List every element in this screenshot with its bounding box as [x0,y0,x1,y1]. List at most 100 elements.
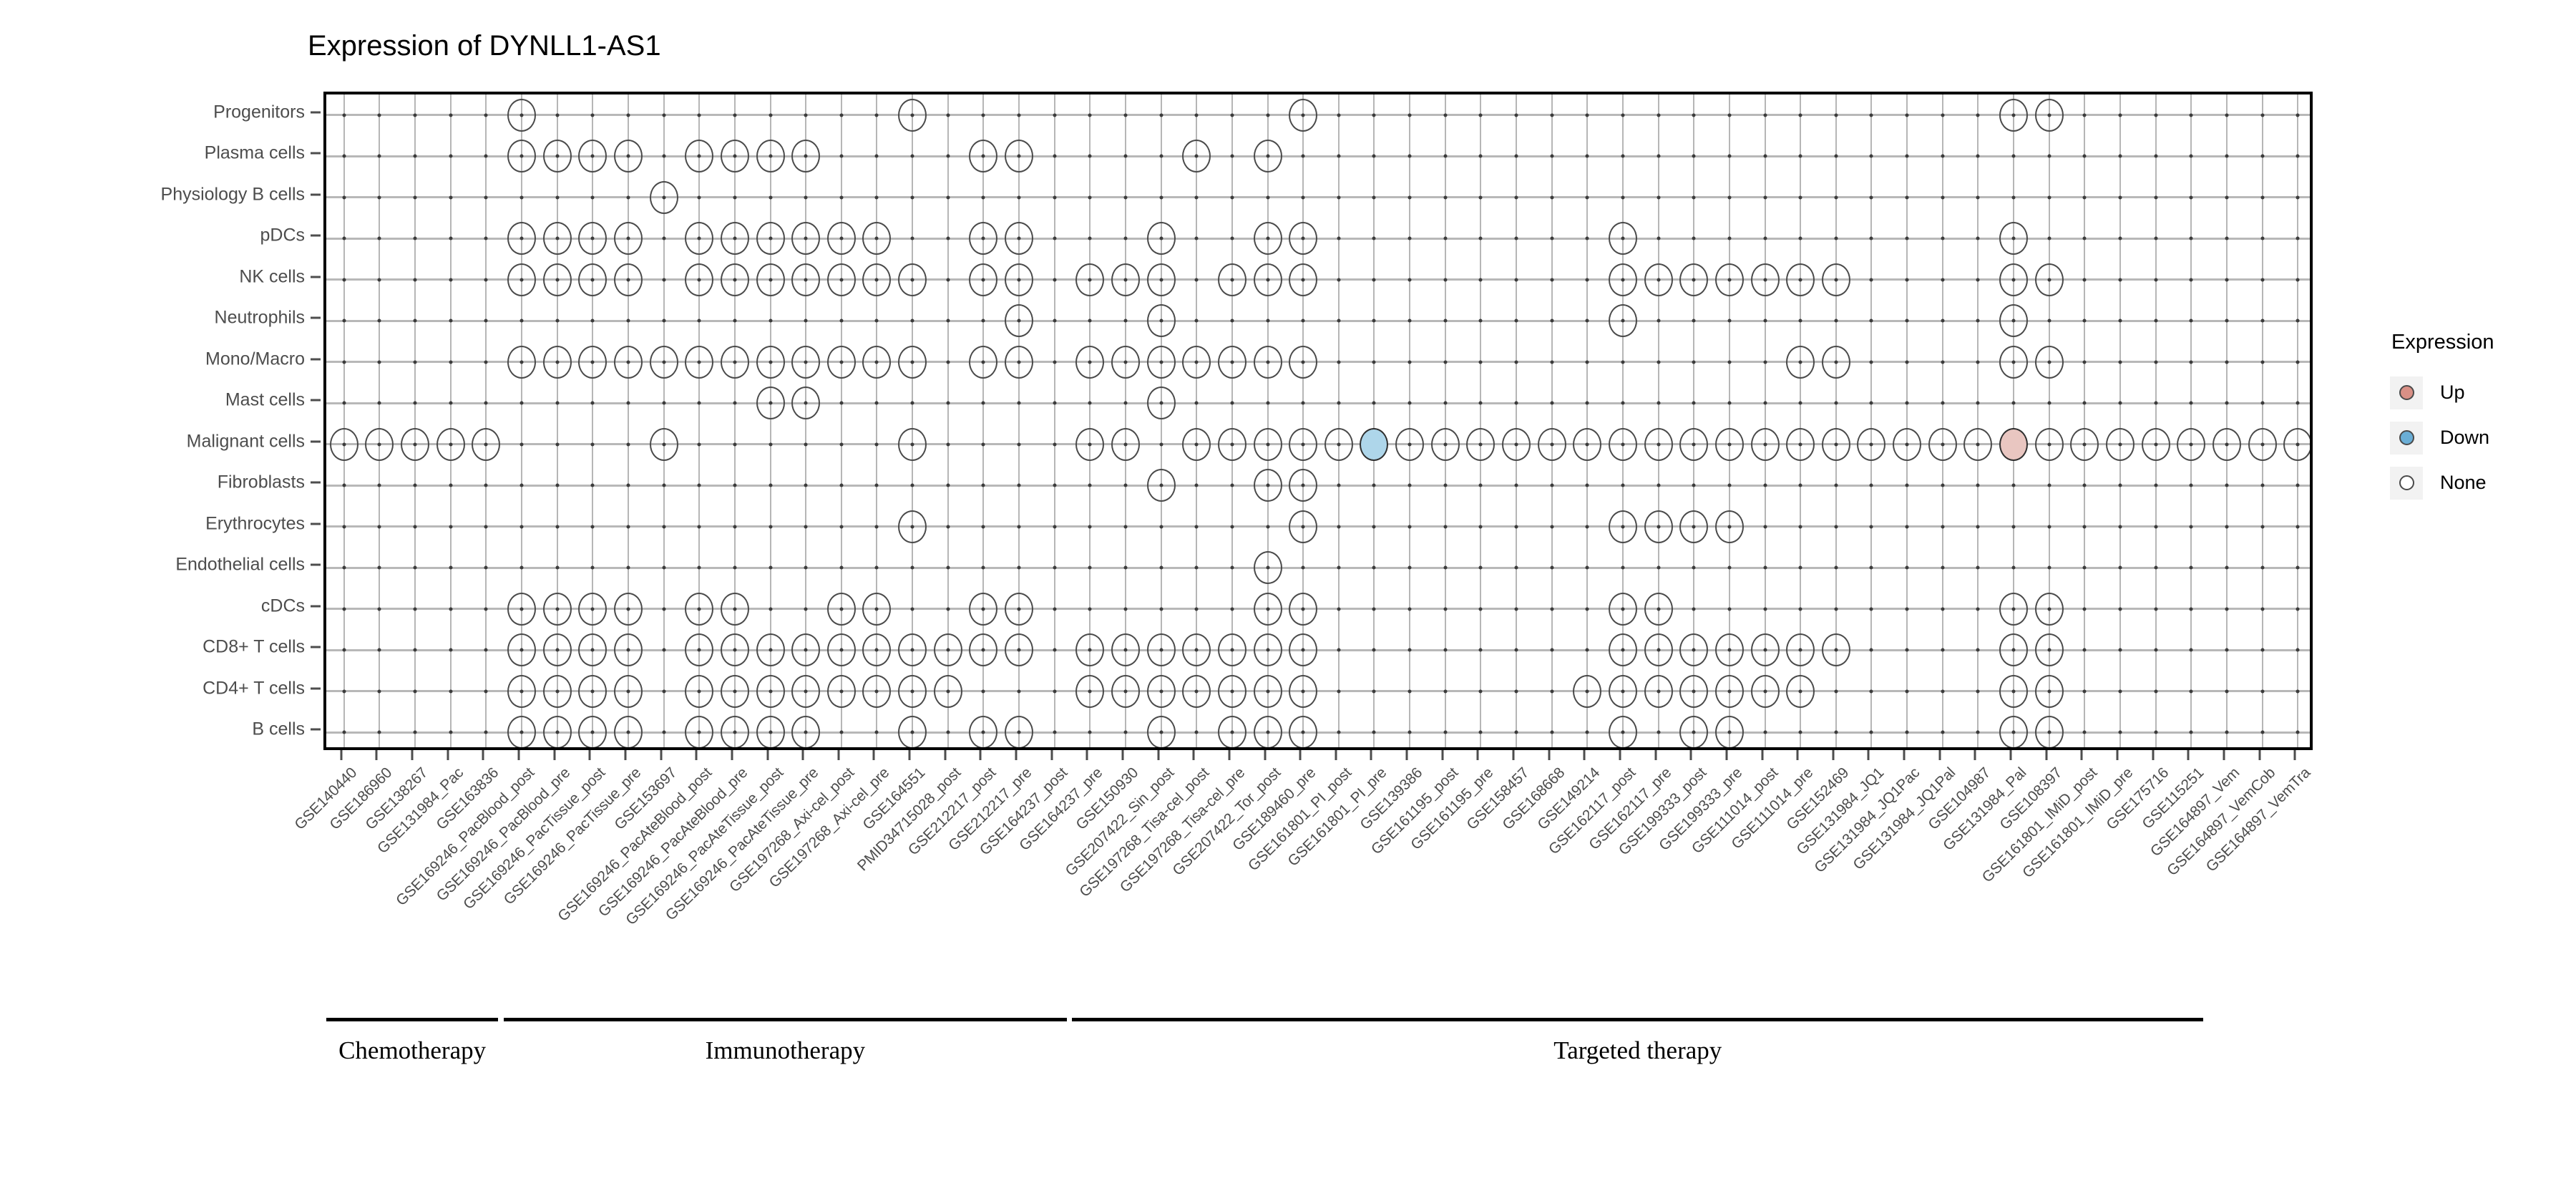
data-cell-none[interactable] [898,674,927,708]
data-cell-none[interactable] [578,674,608,708]
data-cell-none[interactable] [401,427,430,461]
data-cell-none[interactable] [1146,263,1176,296]
data-cell-none[interactable] [2283,427,2310,461]
data-cell-none[interactable] [1289,592,1318,626]
data-cell-none[interactable] [1289,716,1318,747]
data-cell-none[interactable] [1714,427,1744,461]
data-cell-none[interactable] [1608,716,1637,747]
data-cell-none[interactable] [1714,716,1744,747]
data-cell-none[interactable] [1217,263,1246,296]
data-cell-none[interactable] [1253,140,1282,173]
data-cell-none[interactable] [507,263,537,296]
data-cell-none[interactable] [613,592,643,626]
data-cell-none[interactable] [507,140,537,173]
data-cell-none[interactable] [1111,345,1140,379]
data-cell-none[interactable] [365,427,394,461]
data-cell-none[interactable] [1750,674,1780,708]
data-cell-none[interactable] [1289,469,1318,502]
data-cell-none[interactable] [1324,427,1353,461]
data-cell-none[interactable] [649,345,678,379]
data-cell-none[interactable] [1608,304,1637,338]
data-cell-none[interactable] [1146,387,1176,420]
data-cell-none[interactable] [1893,427,1922,461]
data-cell-none[interactable] [1146,674,1176,708]
data-cell-none[interactable] [578,222,608,256]
data-cell-none[interactable] [756,263,785,296]
data-cell-none[interactable] [1786,263,1815,296]
data-cell-none[interactable] [898,263,927,296]
data-cell-none[interactable] [1644,674,1673,708]
data-cell-none[interactable] [2034,716,2064,747]
data-cell-none[interactable] [1999,304,2029,338]
data-cell-none[interactable] [720,140,749,173]
data-cell-none[interactable] [1217,674,1246,708]
data-cell-none[interactable] [685,222,714,256]
data-cell-none[interactable] [1253,674,1282,708]
data-cell-none[interactable] [2034,633,2064,667]
data-cell-none[interactable] [1644,633,1673,667]
data-cell-none[interactable] [791,345,821,379]
data-cell-none[interactable] [1075,633,1105,667]
data-cell-none[interactable] [472,427,501,461]
data-cell-none[interactable] [578,633,608,667]
data-cell-none[interactable] [826,345,856,379]
data-cell-none[interactable] [542,633,572,667]
data-cell-none[interactable] [542,140,572,173]
data-cell-none[interactable] [2034,98,2064,132]
data-cell-none[interactable] [791,387,821,420]
data-cell-none[interactable] [1005,222,1034,256]
data-cell-none[interactable] [1644,592,1673,626]
data-cell-none[interactable] [862,633,892,667]
data-cell-none[interactable] [1821,633,1850,667]
data-cell-none[interactable] [933,674,962,708]
data-cell-none[interactable] [1289,427,1318,461]
data-cell-none[interactable] [2034,674,2064,708]
data-cell-none[interactable] [756,633,785,667]
data-cell-none[interactable] [1999,592,2029,626]
data-cell-none[interactable] [756,222,785,256]
data-cell-none[interactable] [1786,633,1815,667]
data-cell-none[interactable] [1821,427,1850,461]
data-cell-none[interactable] [898,345,927,379]
data-cell-none[interactable] [507,716,537,747]
data-cell-none[interactable] [791,674,821,708]
data-cell-none[interactable] [1075,674,1105,708]
data-cell-none[interactable] [1679,674,1709,708]
data-cell-none[interactable] [1466,427,1496,461]
data-cell-none[interactable] [1608,263,1637,296]
data-cell-none[interactable] [756,716,785,747]
data-cell-none[interactable] [1146,716,1176,747]
data-cell-none[interactable] [826,674,856,708]
data-cell-none[interactable] [507,633,537,667]
data-cell-none[interactable] [862,592,892,626]
data-cell-none[interactable] [2212,427,2241,461]
data-cell-none[interactable] [542,345,572,379]
data-cell-none[interactable] [720,716,749,747]
data-cell-none[interactable] [1679,427,1709,461]
data-cell-none[interactable] [756,345,785,379]
data-cell-none[interactable] [649,427,678,461]
data-cell-none[interactable] [1750,427,1780,461]
data-cell-none[interactable] [2034,592,2064,626]
data-cell-none[interactable] [578,140,608,173]
data-cell-none[interactable] [1253,551,1282,585]
data-cell-none[interactable] [1714,263,1744,296]
data-cell-down[interactable] [1360,427,1389,461]
data-cell-none[interactable] [1644,427,1673,461]
data-cell-none[interactable] [720,592,749,626]
data-cell-none[interactable] [2034,427,2064,461]
data-cell-none[interactable] [969,716,998,747]
data-cell-none[interactable] [720,633,749,667]
data-cell-none[interactable] [1821,345,1850,379]
data-cell-none[interactable] [862,263,892,296]
data-cell-none[interactable] [685,633,714,667]
data-cell-none[interactable] [720,674,749,708]
data-cell-none[interactable] [1750,263,1780,296]
data-cell-none[interactable] [1005,633,1034,667]
data-cell-none[interactable] [756,140,785,173]
data-cell-none[interactable] [1786,427,1815,461]
data-cell-none[interactable] [685,345,714,379]
data-cell-none[interactable] [1679,263,1709,296]
data-cell-none[interactable] [1502,427,1531,461]
data-cell-none[interactable] [507,592,537,626]
